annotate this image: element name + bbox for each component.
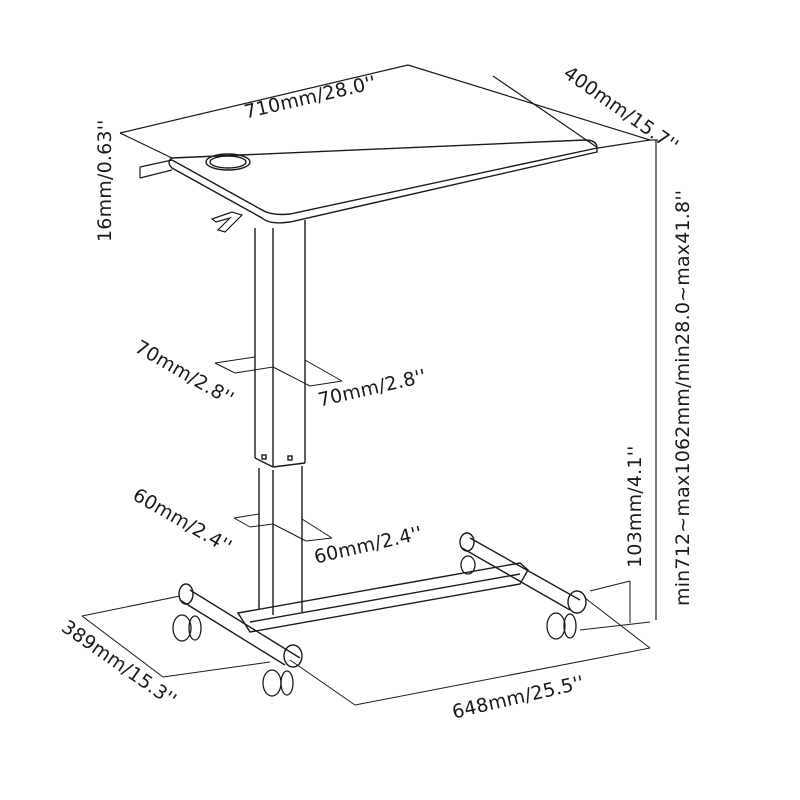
base-dimension-lines <box>81 580 651 706</box>
height-lever <box>210 211 244 233</box>
desk-dimension-lines <box>119 64 658 620</box>
lower-column-dims <box>233 513 333 542</box>
casters <box>172 555 577 697</box>
cup-holder <box>205 153 251 171</box>
base-height-label: 103mm/4.1'' <box>624 445 646 568</box>
height-range-label: min712~max1062mm/min28.0~max41.8'' <box>672 189 694 606</box>
desk-thickness-label: 16mm/0.63'' <box>94 119 116 242</box>
lower-column <box>258 466 303 615</box>
base-frame <box>178 532 587 668</box>
upper-column-dims <box>214 356 343 387</box>
upper-column <box>254 220 306 468</box>
desk-top <box>168 139 598 224</box>
